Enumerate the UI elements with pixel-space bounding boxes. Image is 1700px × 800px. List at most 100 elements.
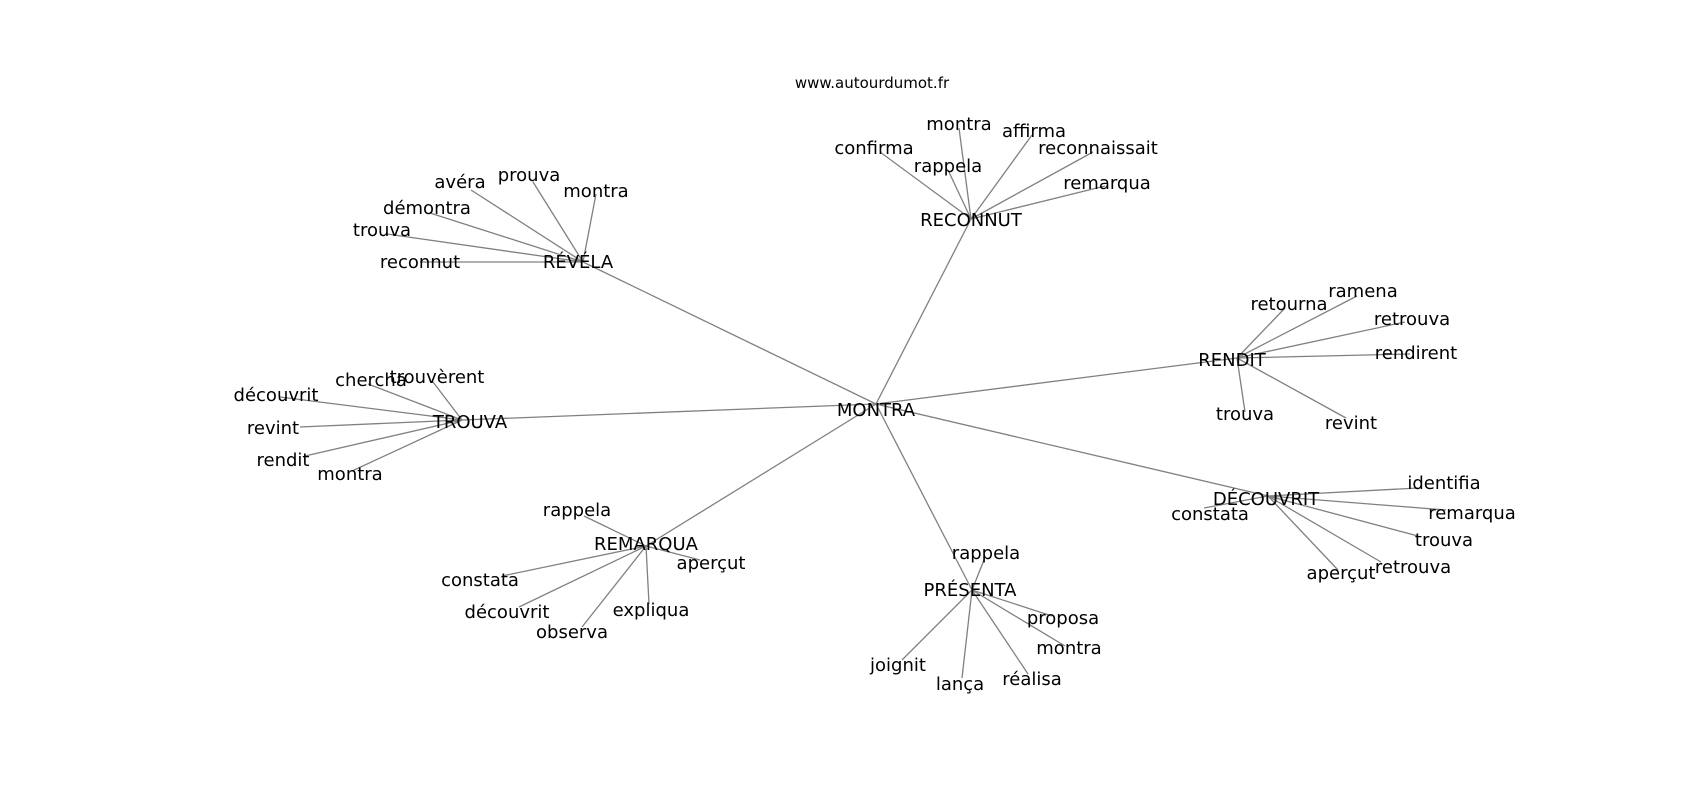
edge-center-to-hub [875,403,1269,497]
leaf-node-label[interactable]: observa [536,622,608,643]
hub-node-label[interactable]: TROUVA [432,412,508,433]
leaf-node-label[interactable]: joignit [869,655,926,676]
leaf-node-label[interactable]: prouva [498,165,561,186]
leaf-node-label[interactable]: trouva [353,220,411,241]
leaf-node-label[interactable]: reconnut [380,252,460,273]
edge-hub-to-leaf [1267,495,1382,563]
edge-hub-to-leaf [645,545,701,561]
leaf-node-label[interactable]: revint [247,418,299,439]
leaf-node-label[interactable]: retourna [1250,294,1327,315]
leaf-node-label[interactable]: démontra [383,198,471,219]
leaf-node-label[interactable]: rappela [914,156,982,177]
edge-hub-to-leaf [971,589,1053,617]
edge-hub-to-leaf [1203,495,1269,509]
edge-hub-to-leaf [429,212,584,263]
leaf-node-label[interactable]: trouva [1216,404,1274,425]
leaf-node-label[interactable]: aperçut [677,553,746,574]
leaf-node-label[interactable]: découvrit [234,385,319,406]
leaf-node-label[interactable]: découvrit [465,602,550,623]
leaf-node-label[interactable]: aperçut [1307,563,1376,584]
edge-hub-to-leaf [1267,487,1419,497]
edge-hub-to-leaf [386,233,584,263]
leaf-node-label[interactable]: réalisa [1002,669,1062,690]
leaf-node-label[interactable]: montra [563,181,628,202]
edge-hub-to-leaf [532,181,584,263]
leaf-node-label[interactable]: reconnaissait [1038,138,1158,159]
leaf-node-label[interactable]: revint [1325,413,1377,434]
graph-labels: www.autourdumot.fr MONTRA RÉVÉLA avéra pro… [234,74,1516,695]
edge-hub-to-leaf [304,419,463,457]
leaf-node-label[interactable]: avéra [434,172,485,193]
hub-node-label[interactable]: PRÉSENTA [924,579,1018,601]
edge-hub-to-leaf [961,589,973,679]
center-node-label[interactable]: MONTRA [837,400,916,421]
leaf-node-label[interactable]: constata [441,570,519,591]
edge-hub-to-leaf [1236,295,1358,359]
edge-hub-to-leaf [279,396,463,421]
leaf-node-label[interactable]: chercha [335,370,407,391]
edge-hub-to-leaf [901,589,973,661]
edge-hub-to-leaf [958,127,972,220]
edge-hub-to-leaf [583,515,647,547]
edge-hub-to-leaf [470,189,584,263]
edge-center-to-hub [582,261,877,405]
leaf-node-label[interactable]: trouva [1415,530,1473,551]
leaf-node-label[interactable]: rendirent [1375,343,1457,364]
watermark-text: www.autourdumot.fr [795,74,950,92]
leaf-node-label[interactable]: montra [317,464,382,485]
leaf-node-label[interactable]: lança [936,674,984,695]
leaf-node-label[interactable]: montra [1036,638,1101,659]
edge-hub-to-leaf [1236,357,1246,413]
graph-edges [279,127,1447,679]
edge-hub-to-leaf [432,381,463,421]
hub-node-label[interactable]: RECONNUT [920,210,1023,231]
edge-hub-to-leaf [1267,495,1419,537]
edge-hub-to-leaf [947,169,972,220]
edge-hub-to-leaf [1236,357,1347,419]
hub-node-label[interactable]: RÉVÉLA [543,251,614,273]
edge-hub-to-leaf [1267,495,1339,571]
leaf-node-label[interactable]: ramena [1328,281,1397,302]
edge-hub-to-leaf [299,419,463,428]
edge-center-to-hub [875,218,972,405]
edge-hub-to-leaf [970,134,1033,220]
hub-node-label[interactable]: RENDIT [1198,350,1267,371]
edge-center-to-hub [875,403,973,591]
edge-hub-to-leaf [971,589,1029,675]
leaf-node-label[interactable]: montra [926,114,991,135]
edge-center-to-hub [461,403,877,421]
edge-hub-to-leaf [971,589,1066,647]
leaf-node-label[interactable]: retrouva [1374,309,1450,330]
edge-hub-to-leaf [581,545,647,628]
leaf-node-label[interactable]: remarqua [1063,173,1151,194]
edge-hub-to-leaf [582,193,597,263]
leaf-node-label[interactable]: retrouva [1375,557,1451,578]
leaf-node-label[interactable]: identifia [1407,473,1480,494]
edge-hub-to-leaf [351,419,463,472]
edge-hub-to-leaf [645,545,650,605]
leaf-node-label[interactable]: constata [1171,504,1249,525]
leaf-node-label[interactable]: proposa [1027,608,1099,629]
edge-hub-to-leaf [518,545,647,608]
edge-hub-to-leaf [1236,321,1406,359]
edge-hub-to-leaf [1267,495,1447,511]
edge-hub-to-leaf [1236,307,1286,359]
edge-center-to-hub [875,357,1238,405]
edge-hub-to-leaf [367,383,463,421]
leaf-node-label[interactable]: expliqua [613,600,690,621]
leaf-node-label[interactable]: rendit [257,450,310,471]
edge-hub-to-leaf [1236,353,1411,359]
edge-center-to-hub [645,403,877,547]
hub-node-label[interactable]: DÉCOUVRIT [1213,488,1320,510]
leaf-node-label[interactable]: trouvèrent [390,367,485,388]
leaf-node-label[interactable]: confirma [834,138,913,159]
leaf-node-label[interactable]: affirma [1002,121,1066,142]
leaf-node-label[interactable]: rappela [952,543,1020,564]
leaf-node-label[interactable]: remarqua [1428,503,1516,524]
edge-hub-to-leaf [971,559,985,591]
edge-hub-to-leaf [970,151,1094,220]
hub-node-label[interactable]: REMARQUA [594,534,699,555]
leaf-node-label[interactable]: rappela [543,500,611,521]
edge-hub-to-leaf [970,185,1106,220]
